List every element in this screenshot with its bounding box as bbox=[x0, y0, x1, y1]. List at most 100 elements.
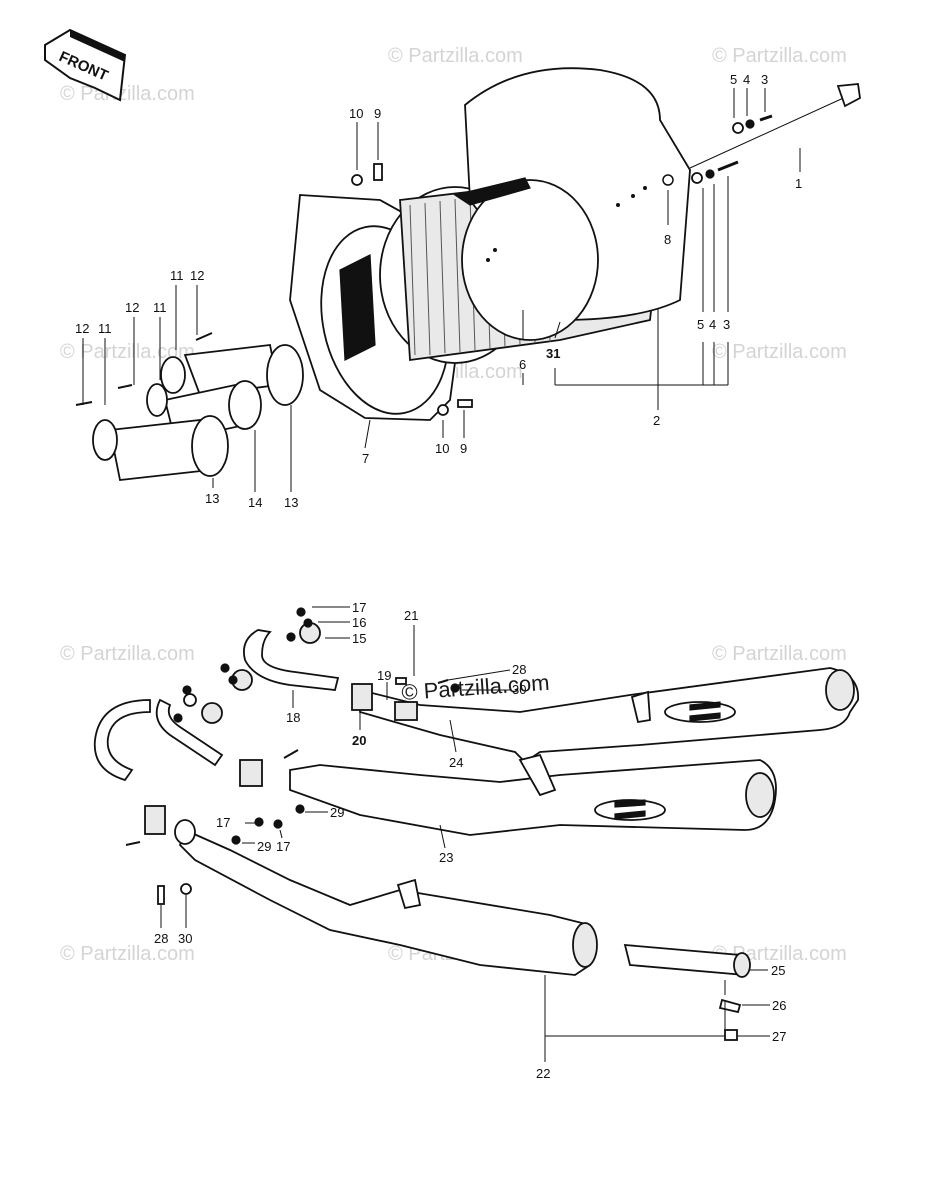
watermark-main: © Partzilla.com bbox=[401, 670, 551, 705]
washer bbox=[351, 174, 363, 186]
callout-12: 12 bbox=[125, 300, 139, 315]
callout-18: 18 bbox=[286, 710, 300, 725]
exhaust-nuts bbox=[173, 607, 460, 845]
bolt-28 bbox=[437, 679, 449, 684]
screw bbox=[457, 399, 473, 408]
bolt bbox=[283, 749, 299, 759]
front-arrow: FRONT bbox=[44, 28, 127, 102]
baffle-wing-nut bbox=[718, 998, 742, 1014]
bolt bbox=[759, 114, 773, 122]
watermark: © Partzilla.com bbox=[60, 83, 195, 105]
muffler-lower-outlet bbox=[572, 922, 598, 968]
baffle-bolt bbox=[724, 1029, 738, 1041]
watermark: © Partzilla.com bbox=[60, 943, 195, 965]
callout-17: 17 bbox=[276, 839, 290, 854]
callout-7: 7 bbox=[362, 451, 369, 466]
intake-duct-middle-mouth bbox=[228, 380, 262, 430]
callout-3: 3 bbox=[723, 317, 730, 332]
heatshield-slot bbox=[614, 810, 646, 820]
muffler-lower-inlet bbox=[174, 819, 196, 845]
rod-bracket bbox=[836, 83, 861, 108]
nut bbox=[705, 169, 715, 179]
watermark: © Partzilla.com bbox=[60, 643, 195, 665]
exhaust-pipe-middle bbox=[155, 698, 224, 767]
callout-14: 14 bbox=[248, 495, 262, 510]
exhaust-pipe-upper bbox=[243, 629, 340, 691]
callout-30: 30 bbox=[178, 931, 192, 946]
callout-30: 30 bbox=[512, 682, 526, 697]
flange-collar bbox=[183, 693, 197, 707]
exhaust-assembly bbox=[93, 606, 859, 1062]
cover-face bbox=[461, 179, 599, 341]
mounting-rod bbox=[689, 94, 851, 169]
heatshield-slot bbox=[614, 799, 646, 808]
cover-holes bbox=[486, 186, 647, 262]
clamp-screw bbox=[117, 384, 133, 389]
callout-8: 8 bbox=[664, 232, 671, 247]
clamp-screw bbox=[195, 332, 213, 341]
cover-bolt-hole bbox=[662, 174, 674, 186]
callout-25: 25 bbox=[771, 963, 785, 978]
clamp-upper bbox=[160, 356, 186, 394]
callout-22: 22 bbox=[536, 1066, 550, 1081]
callout-9: 9 bbox=[374, 106, 381, 121]
callout-27: 27 bbox=[772, 1029, 786, 1044]
muffler-middle-clamp bbox=[239, 759, 263, 787]
callout-10: 10 bbox=[349, 106, 363, 121]
callout-6: 6 bbox=[519, 357, 526, 372]
callout-19: 19 bbox=[377, 668, 391, 683]
exhaust-pipe-lower bbox=[93, 699, 151, 782]
callout-20: 20 bbox=[352, 733, 366, 748]
callout-24: 24 bbox=[449, 755, 463, 770]
callout-15: 15 bbox=[352, 631, 366, 646]
screw bbox=[373, 163, 383, 181]
callout-28: 28 bbox=[512, 662, 526, 677]
baffle-end bbox=[733, 952, 751, 978]
callout-21: 21 bbox=[404, 608, 418, 623]
fastener-set-lower bbox=[691, 160, 739, 184]
callouts: 1 2 3 4 5 3 4 5 6 7 8 9 10 9 10 31 11 12… bbox=[75, 72, 802, 1081]
clamp-screw bbox=[75, 401, 93, 406]
muffler-upper-outlet bbox=[825, 669, 855, 711]
bracket-19 bbox=[395, 677, 407, 685]
callout-13: 13 bbox=[284, 495, 298, 510]
callout-31: 31 bbox=[546, 346, 560, 361]
callout-17: 17 bbox=[352, 600, 366, 615]
intake-duct-lower-mouth bbox=[191, 415, 229, 477]
callout-11: 11 bbox=[98, 321, 112, 336]
bolt bbox=[717, 160, 739, 172]
muffler-lower-clamp bbox=[144, 805, 166, 835]
leader-lines-top bbox=[82, 88, 801, 492]
callout-16: 16 bbox=[352, 615, 366, 630]
callout-11: 11 bbox=[153, 300, 167, 315]
callout-29: 29 bbox=[330, 805, 344, 820]
housing-inner-shadow bbox=[339, 254, 376, 361]
callout-12: 12 bbox=[75, 321, 89, 336]
callout-23: 23 bbox=[439, 850, 453, 865]
heatshield-slot bbox=[689, 712, 721, 722]
bolt bbox=[157, 885, 165, 905]
heatshield-slot bbox=[689, 701, 721, 711]
flange-middle-left bbox=[201, 702, 223, 724]
muffler-upper-clamp-2 bbox=[394, 701, 418, 721]
nut bbox=[745, 119, 755, 129]
watermark: © Partzilla.com bbox=[388, 45, 523, 67]
callout-28: 28 bbox=[154, 931, 168, 946]
callout-3: 3 bbox=[761, 72, 768, 87]
fastener-set-upper bbox=[732, 114, 773, 134]
callout-2: 2 bbox=[653, 413, 660, 428]
clamp-middle bbox=[146, 383, 168, 417]
muffler-upper-clamp bbox=[351, 683, 373, 711]
watermark: © Partzilla.com bbox=[712, 341, 847, 363]
bolt bbox=[125, 841, 141, 846]
watermark: © Partzilla.com bbox=[712, 643, 847, 665]
callout-4: 4 bbox=[743, 72, 750, 87]
leader-lines-bottom bbox=[160, 606, 770, 1062]
watermark: © Partzilla.com bbox=[712, 45, 847, 67]
callout-12: 12 bbox=[190, 268, 204, 283]
callout-5: 5 bbox=[730, 72, 737, 87]
callout-4: 4 bbox=[709, 317, 716, 332]
callout-5: 5 bbox=[697, 317, 704, 332]
callout-17: 17 bbox=[216, 815, 230, 830]
